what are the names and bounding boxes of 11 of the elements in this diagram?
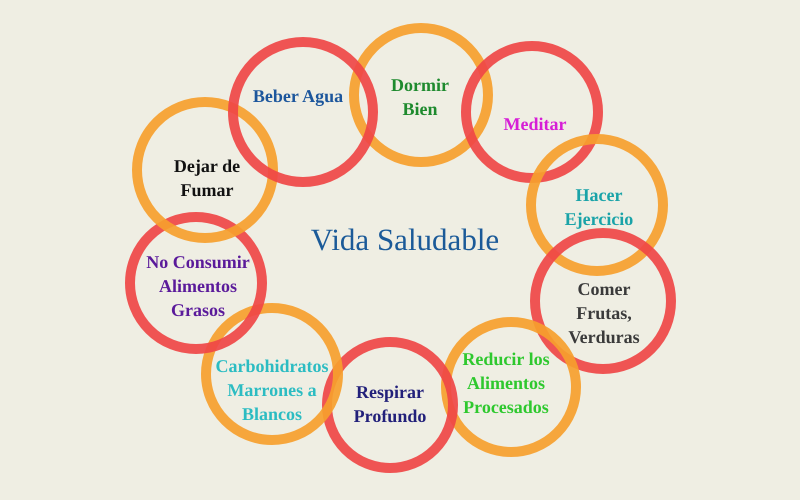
circle-label: Dormir Bien — [390, 74, 450, 121]
circle-label: Hacer Ejercicio — [564, 184, 634, 231]
circle-label: Dejar de Fumar — [172, 155, 242, 202]
circle-label: No Consumir Alimentos Grasos — [145, 251, 251, 322]
circle-label: Carbohidratos Marrones a Blancos — [214, 355, 330, 426]
circle-label: Beber Agua — [252, 85, 344, 108]
title: Vida Saludable — [310, 222, 500, 258]
circle-label: Respirar Profundo — [352, 381, 428, 428]
circle-label: Reducir los Alimentos Procesados — [461, 348, 551, 419]
circle-label: Comer Frutas, Verduras — [567, 278, 641, 349]
circle-label: Meditar — [504, 113, 566, 136]
